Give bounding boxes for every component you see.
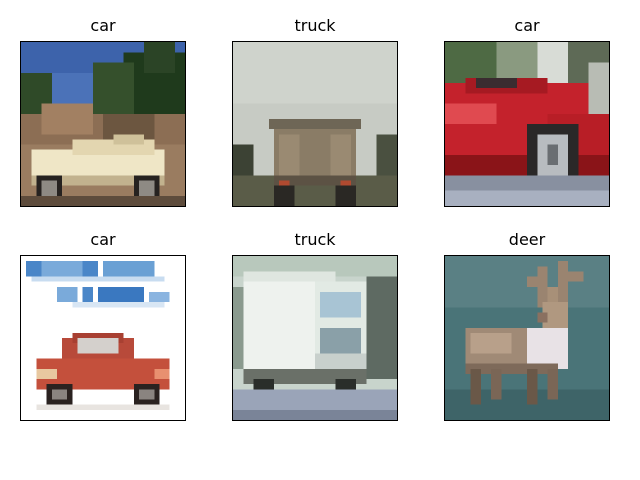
truck-image: [233, 42, 397, 206]
car-image: [21, 42, 185, 206]
image-panel-6: deer: [444, 230, 610, 421]
image-panel-4: car: [20, 230, 186, 421]
panel-image-frame: [444, 41, 610, 207]
panel-title: truck: [294, 230, 336, 249]
panel-image-frame: [232, 41, 398, 207]
panel-title: car: [90, 16, 116, 35]
image-panel-1: car: [20, 16, 186, 207]
image-panel-2: truck: [232, 16, 398, 207]
car-image: [21, 256, 185, 420]
deer-image: [445, 256, 609, 420]
truck-image: [233, 256, 397, 420]
image-panel-5: truck: [232, 230, 398, 421]
car-image: [445, 42, 609, 206]
panel-title: car: [514, 16, 540, 35]
panel-title: truck: [294, 16, 336, 35]
panel-title: deer: [508, 230, 546, 249]
panel-image-frame: [232, 255, 398, 421]
panel-image-frame: [20, 255, 186, 421]
image-panel-3: car: [444, 16, 610, 207]
panel-image-frame: [444, 255, 610, 421]
panel-image-frame: [20, 41, 186, 207]
panel-title: car: [90, 230, 116, 249]
